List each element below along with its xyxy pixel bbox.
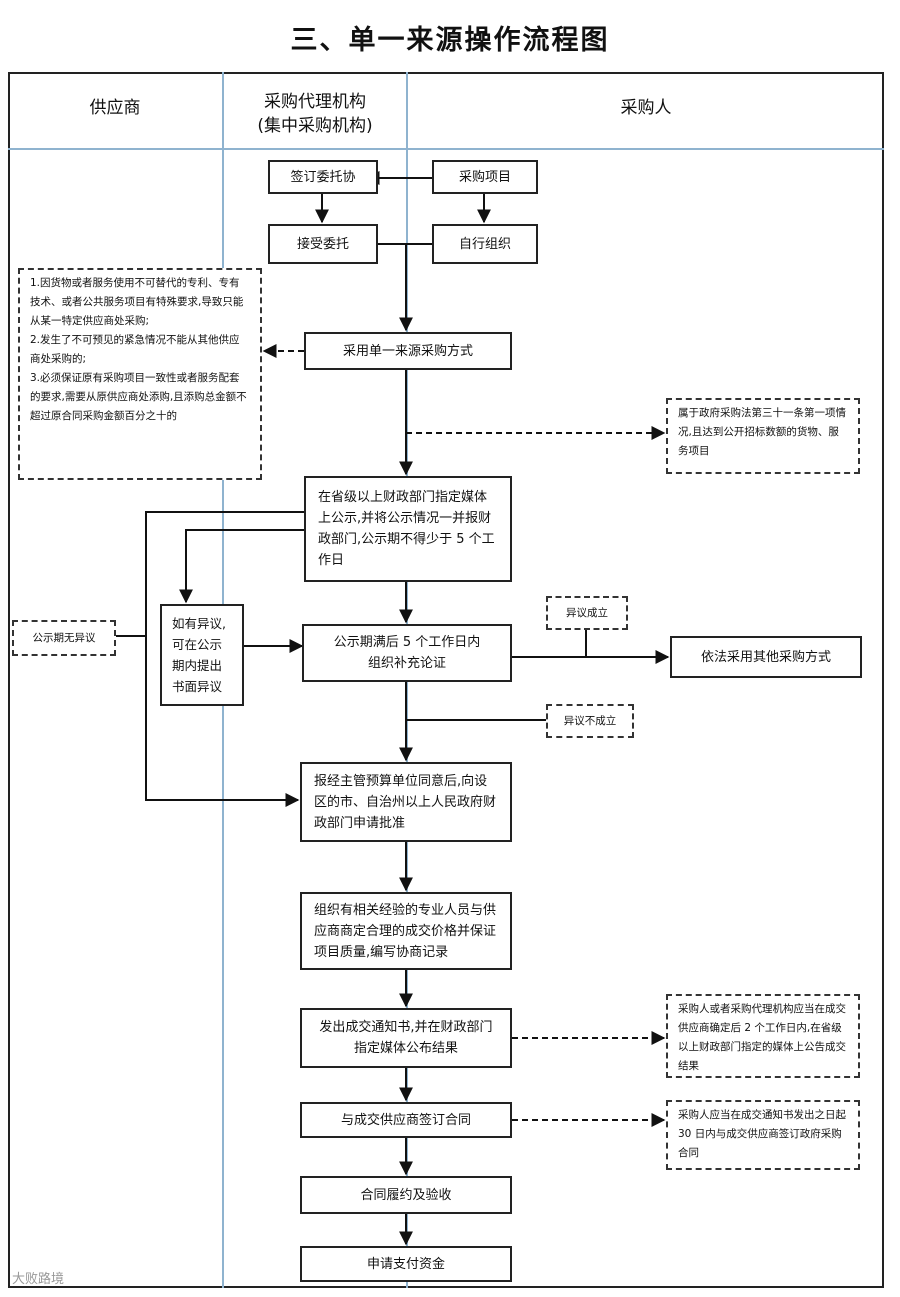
note-condition-1: 1.因货物或者服务使用不可替代的专利、专有技术、或者公共服务项目有特殊要求,导致… <box>30 277 244 327</box>
lane-header-purchaser: 采购人 <box>620 98 672 118</box>
note-contract-deadline: 采购人应当在成交通知书发出之日起 30 日内与成交供应商签订政府采购合同 <box>666 1100 860 1170</box>
note-no-objection: 公示期无异议 <box>12 620 116 656</box>
lane-header-agency-line2: (集中采购机构) <box>257 116 373 136</box>
node-perform-accept: 合同履约及验收 <box>300 1176 512 1214</box>
note-conditions: 1.因货物或者服务使用不可替代的专利、专有技术、或者公共服务项目有特殊要求,导致… <box>18 268 262 480</box>
node-objection-in-period: 如有异议,可在公示期内提出书面异议 <box>160 604 244 706</box>
watermark: 大败路境 <box>12 1272 65 1287</box>
node-report-approval: 报经主管预算单位同意后,向设区的市、自治州以上人民政府财政部门申请批准 <box>300 762 512 842</box>
note-objection-valid: 异议成立 <box>546 596 628 630</box>
lane-header-supplier: 供应商 <box>89 98 141 118</box>
node-purchase-project: 采购项目 <box>432 160 538 194</box>
note-law-clause: 属于政府采购法第三十一条第一项情况,且达到公开招标数额的货物、服务项目 <box>666 398 860 474</box>
node-sign-contract: 与成交供应商签订合同 <box>300 1102 512 1138</box>
lane-header-divider <box>8 148 884 150</box>
lane-header-agency-line1: 采购代理机构 <box>264 92 366 112</box>
node-other-method: 依法采用其他采购方式 <box>670 636 862 678</box>
node-publicize: 在省级以上财政部门指定媒体上公示,并将公示情况一并报财政部门,公示期不得少于 5… <box>304 476 512 582</box>
node-after-period: 公示期满后 5 个工作日内组织补充论证 <box>302 624 512 682</box>
note-condition-3: 3.必须保证原有采购项目一致性或者服务配套的要求,需要从原供应商处添购,且添购总… <box>30 372 247 422</box>
node-accept-entrust: 接受委托 <box>268 224 378 264</box>
note-objection-invalid: 异议不成立 <box>546 704 634 738</box>
note-announce-result: 采购人或者采购代理机构应当在成交供应商确定后 2 个工作日内,在省级以上财政部门… <box>666 994 860 1078</box>
node-self-organize: 自行组织 <box>432 224 538 264</box>
flowchart-frame <box>8 72 884 1288</box>
node-adopt-single-source: 采用单一来源采购方式 <box>304 332 512 370</box>
node-issue-notice: 发出成交通知书,并在财政部门指定媒体公布结果 <box>300 1008 512 1068</box>
lane-header-agency: 采购代理机构 (集中采购机构) <box>224 90 406 138</box>
note-condition-2: 2.发生了不可预见的紧急情况不能从其他供应商处采购的; <box>30 334 240 365</box>
page-title: 三、单一来源操作流程图 <box>290 25 610 56</box>
node-sign-agreement: 签订委托协 <box>268 160 378 194</box>
node-negotiate: 组织有相关经验的专业人员与供应商商定合理的成交价格并保证项目质量,编写协商记录 <box>300 892 512 970</box>
node-apply-payment: 申请支付资金 <box>300 1246 512 1282</box>
